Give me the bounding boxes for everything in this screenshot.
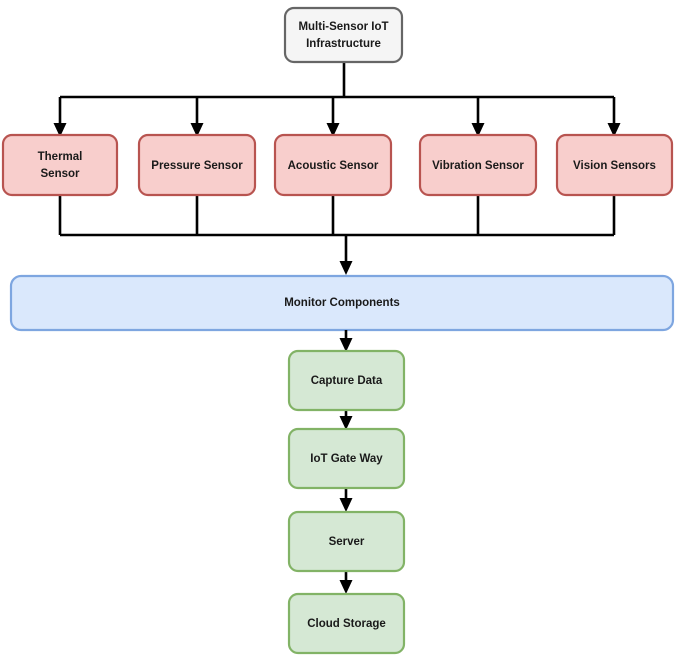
connector-group-merge bbox=[58, 195, 616, 275]
arrowhead-to-vision bbox=[607, 123, 621, 137]
node-multi-sensor-iot-infrastructure[interactable]: Multi-Sensor IoT Infrastructure bbox=[283, 6, 404, 64]
connector-group-fanout bbox=[53, 62, 621, 137]
node-iot-gate-way[interactable]: IoT Gate Way bbox=[287, 427, 406, 490]
node-server-shape bbox=[287, 510, 406, 573]
arrowhead-to-iot-gateway bbox=[339, 416, 353, 430]
node-cloud-storage[interactable]: Cloud Storage bbox=[287, 592, 406, 655]
node-vibration-sensor-shape bbox=[418, 133, 538, 197]
node-pressure-sensor[interactable]: Pressure Sensor bbox=[137, 133, 257, 197]
arrowhead-to-server bbox=[339, 498, 353, 512]
arrowhead-to-capture-data bbox=[339, 338, 353, 352]
arrowhead-to-acoustic bbox=[326, 123, 340, 137]
arrowhead-to-thermal bbox=[53, 123, 67, 137]
node-server[interactable]: Server bbox=[287, 510, 406, 573]
node-root-shape bbox=[283, 6, 404, 64]
arrowhead-to-pressure bbox=[190, 123, 204, 137]
node-pressure-sensor-shape bbox=[137, 133, 257, 197]
arrowhead-to-cloud-storage bbox=[339, 580, 353, 594]
node-thermal-sensor[interactable]: Thermal Sensor bbox=[1, 133, 119, 197]
arrowhead-to-monitor bbox=[339, 261, 353, 275]
node-capture-data[interactable]: Capture Data bbox=[287, 349, 406, 412]
arrowhead-to-vibration bbox=[471, 123, 485, 137]
node-acoustic-sensor-shape bbox=[273, 133, 393, 197]
connector-group-pipeline bbox=[339, 330, 353, 594]
node-vibration-sensor[interactable]: Vibration Sensor bbox=[418, 133, 538, 197]
node-capture-data-shape bbox=[287, 349, 406, 412]
node-cloud-storage-shape bbox=[287, 592, 406, 655]
node-vision-sensors[interactable]: Vision Sensors bbox=[555, 133, 674, 197]
node-monitor-components[interactable]: Monitor Components bbox=[9, 274, 675, 332]
node-iot-gate-way-shape bbox=[287, 427, 406, 490]
node-thermal-sensor-shape bbox=[1, 133, 119, 197]
node-acoustic-sensor[interactable]: Acoustic Sensor bbox=[273, 133, 393, 197]
node-vision-sensors-shape bbox=[555, 133, 674, 197]
node-monitor-components-shape bbox=[9, 274, 675, 332]
